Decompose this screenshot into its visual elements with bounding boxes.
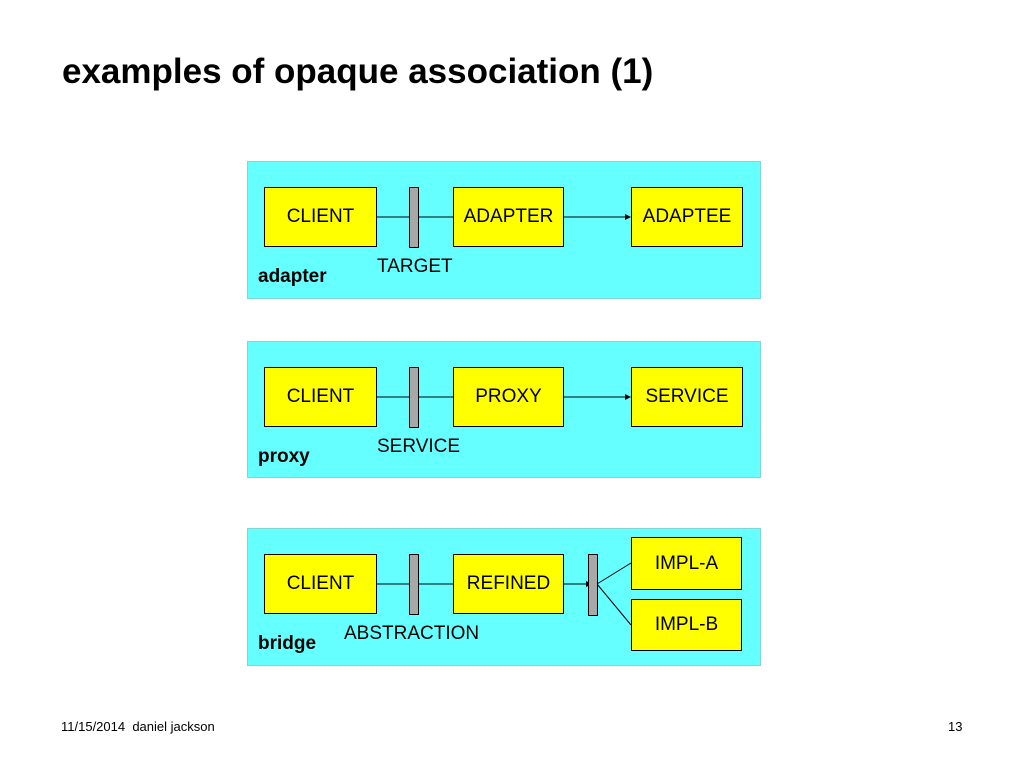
adapter-target-interface-bar [409,187,419,248]
slide-title: examples of opaque association (1) [62,52,654,91]
proxy-service-interface-bar [409,367,419,428]
adapter-interface-label: TARGET [377,256,453,277]
adapter-pattern-label: adapter [258,266,327,287]
bridge-interface-label: ABSTRACTION [344,623,480,644]
adapter-adaptee-box: ADAPTEE [631,187,743,247]
page-number: 13 [948,719,963,734]
proxy-service-box: SERVICE [631,367,743,427]
proxy-to-service-arrowhead [625,394,631,400]
proxy-client-box: CLIENT [264,367,377,427]
proxy-interface-label: SERVICE [377,436,461,457]
adapter-diagram-panel: CLIENT ADAPTER ADAPTEE TARGET adapter [247,161,761,299]
bridge-refined-box: REFINED [453,554,564,614]
impl-to-impl-b-line [596,583,632,626]
adapter-client-box: CLIENT [264,187,377,247]
bridge-pattern-label: bridge [258,633,317,654]
bridge-client-box: CLIENT [264,554,377,614]
bridge-impl-a-box: IMPL-A [631,537,742,590]
bridge-impl-b-box: IMPL-B [631,599,742,651]
adapter-to-adaptee-arrowhead [625,214,631,220]
proxy-proxy-box: PROXY [453,367,564,427]
adapter-adapter-box: ADAPTER [453,187,564,247]
bridge-implementor-interface-bar [588,554,598,616]
proxy-pattern-label: proxy [258,446,310,467]
impl-to-impl-a-line [596,562,632,585]
bridge-diagram-panel: CLIENT REFINED IMPL-A IMPL-B ABSTRACTION… [247,528,761,666]
proxy-diagram-panel: CLIENT PROXY SERVICE SERVICE proxy [247,341,761,478]
bridge-abstraction-interface-bar [409,554,419,615]
footer-date-author: 11/15/2014 daniel jackson [61,719,215,734]
